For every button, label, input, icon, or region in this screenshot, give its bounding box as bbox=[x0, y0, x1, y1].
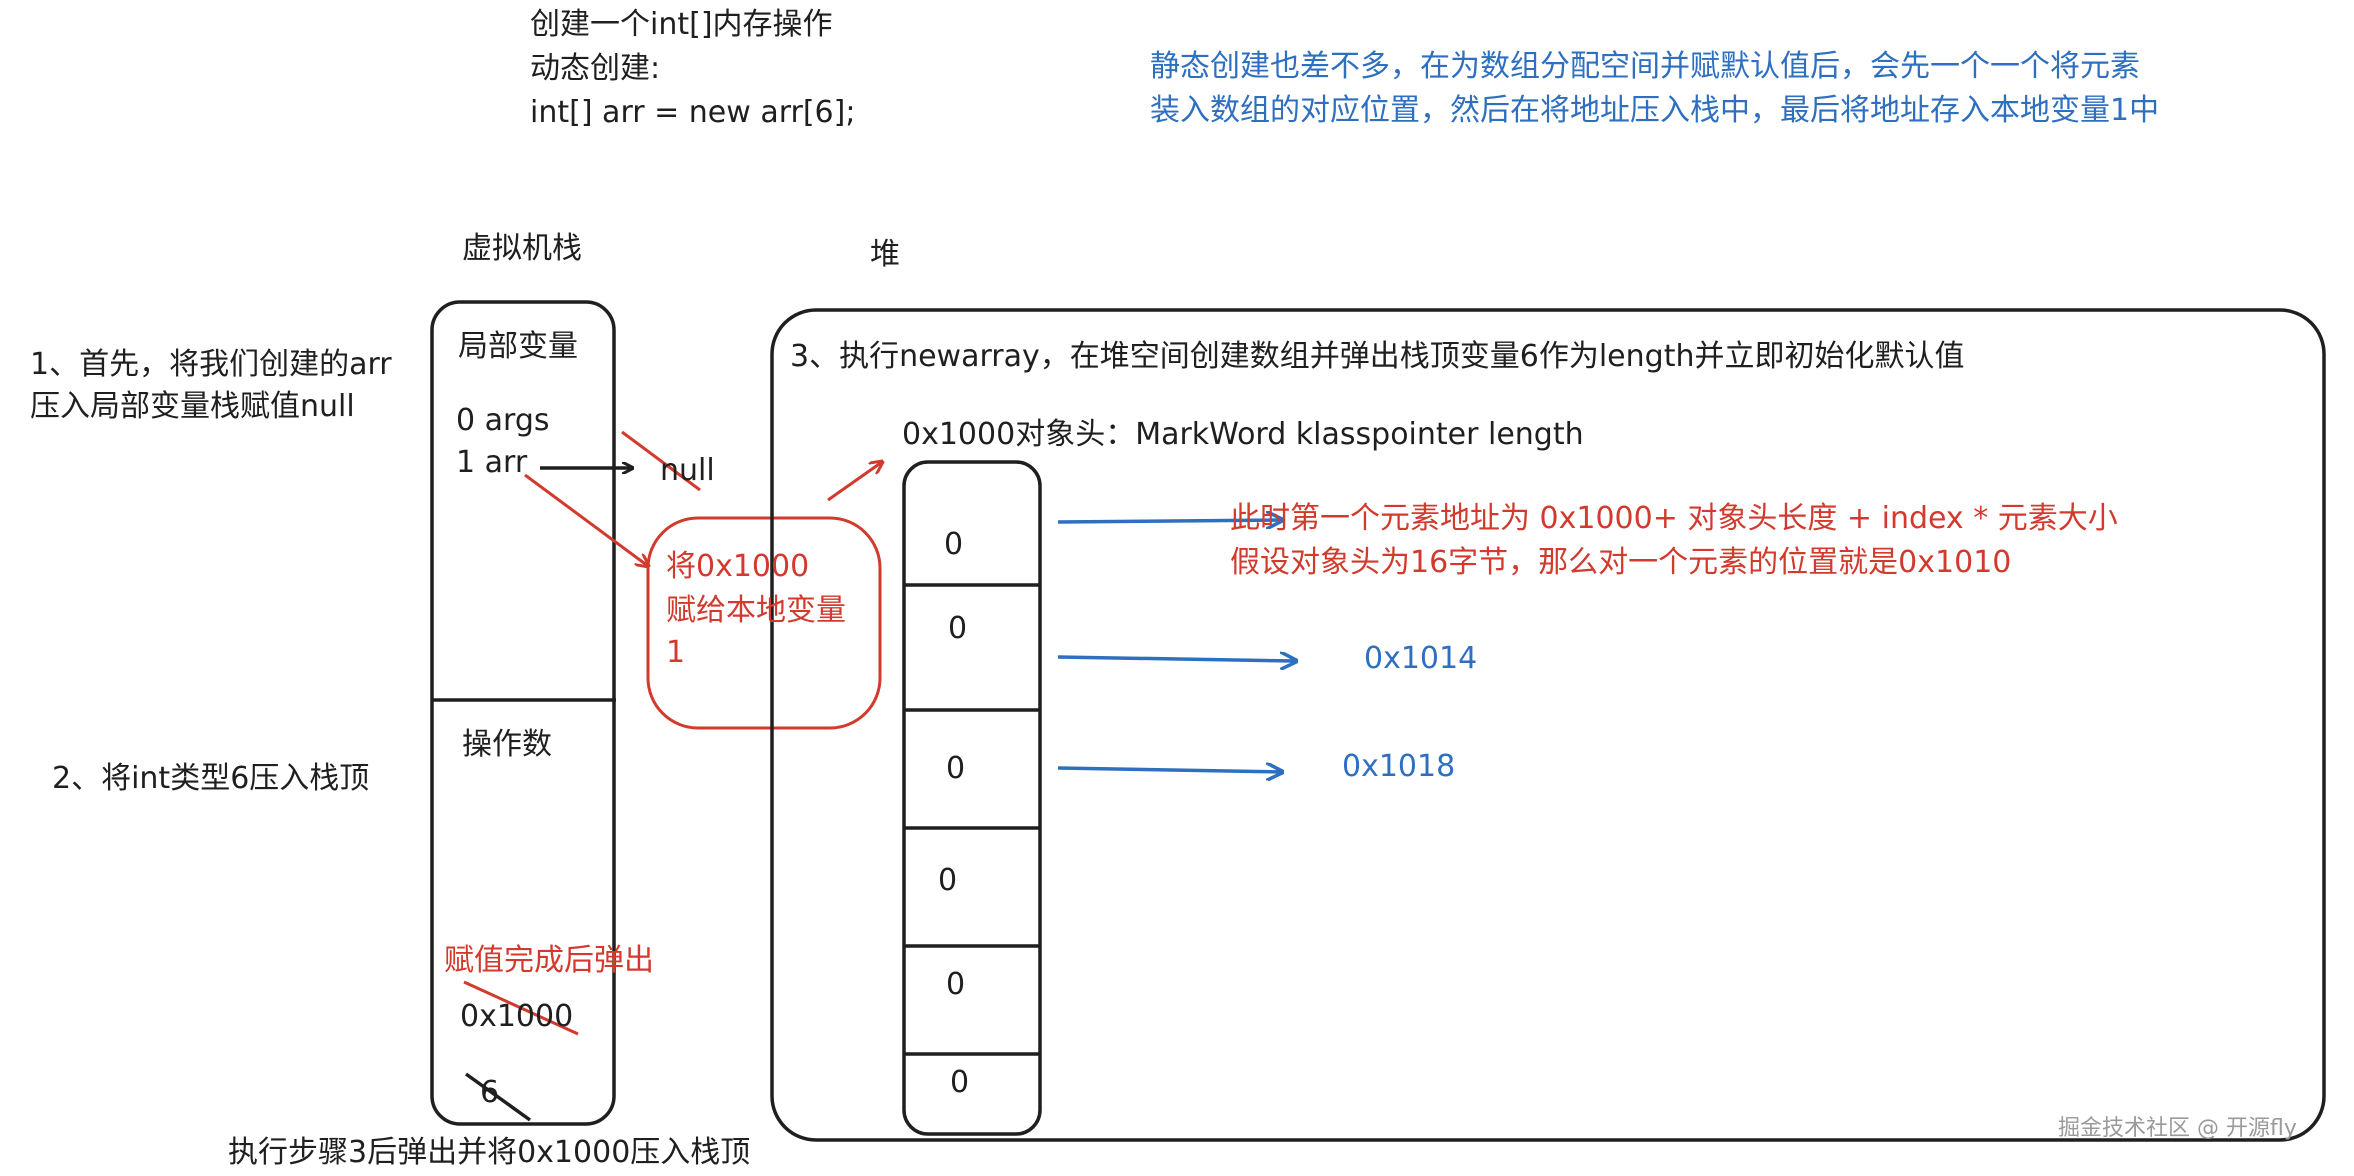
cell0-arrow bbox=[1057, 520, 1282, 522]
array-cell: 0 bbox=[948, 611, 968, 646]
local-1: 1 arr bbox=[456, 445, 528, 480]
assign-to-heap-arrow bbox=[827, 462, 882, 502]
static-note-line-2: 装入数组的对应位置，然后在将地址压入栈中，最后将地址存入本地变量1中 bbox=[1150, 93, 2160, 128]
addr-note-line-1: 此时第一个元素地址为 0x1000+ 对象头长度 + index * 元素大小 bbox=[1230, 501, 2118, 536]
local-0: 0 args bbox=[456, 403, 550, 438]
step3-label: 3、执行newarray，在堆空间创建数组并弹出栈顶变量6作为length并立即… bbox=[790, 339, 1965, 374]
static-note-line-1: 静态创建也差不多，在为数组分配空间并赋默认值后，会先一个一个将元素 bbox=[1150, 49, 2140, 84]
heap-box bbox=[770, 308, 2326, 1142]
six-strike bbox=[464, 1072, 532, 1122]
arr-to-assign-arrow bbox=[524, 473, 648, 566]
vm-stack-title: 虚拟机栈 bbox=[462, 231, 582, 266]
object-header-label: 0x1000对象头：MarkWord klasspointer length bbox=[902, 417, 1584, 452]
array-cell: 0 bbox=[946, 751, 966, 786]
array-cell: 0 bbox=[938, 863, 958, 898]
assign-line-3: 1 bbox=[666, 635, 686, 670]
step1-line-2: 压入局部变量栈赋值null bbox=[30, 389, 355, 424]
addr-0x1018: 0x1018 bbox=[1342, 749, 1456, 784]
operands-label: 操作数 bbox=[462, 727, 552, 762]
addr-strike bbox=[463, 980, 579, 1036]
step2-label: 2、将int类型6压入栈顶 bbox=[52, 761, 370, 796]
header-line-1: 创建一个int[]内存操作 bbox=[530, 7, 833, 42]
null-value: null bbox=[660, 453, 715, 488]
array-cell: 0 bbox=[944, 527, 964, 562]
assign-box bbox=[646, 516, 882, 730]
null-strike bbox=[621, 430, 701, 492]
step1-line-1: 1、首先，将我们创建的arr bbox=[30, 347, 392, 382]
assign-line-2: 赋给本地变量 bbox=[666, 593, 846, 628]
vm-stack-box bbox=[430, 300, 616, 1126]
watermark: 掘金技术社区 @ 开源fly bbox=[2058, 1116, 2297, 1141]
cell2-arrow bbox=[1057, 768, 1282, 772]
assign-line-1: 将0x1000 bbox=[666, 549, 810, 584]
bottom-caption: 执行步骤3后弹出并将0x1000压入栈顶 bbox=[228, 1135, 751, 1170]
addr-0x1014: 0x1014 bbox=[1364, 641, 1478, 676]
locals-label: 局部变量 bbox=[458, 329, 578, 364]
header-line-2: 动态创建: bbox=[530, 51, 661, 86]
heap-title: 堆 bbox=[870, 237, 900, 272]
array-cell: 0 bbox=[946, 967, 966, 1002]
operand-addr: 0x1000 bbox=[460, 999, 574, 1034]
operand-six: 6 bbox=[480, 1075, 500, 1110]
array-cell: 0 bbox=[950, 1065, 970, 1100]
cell1-arrow bbox=[1057, 657, 1296, 661]
addr-note-line-2: 假设对象头为16字节，那么对一个元素的位置就是0x1010 bbox=[1230, 545, 2012, 580]
header-line-3: int[] arr = new arr[6]; bbox=[530, 95, 856, 130]
array-box bbox=[902, 460, 1042, 1136]
pop-note: 赋值完成后弹出 bbox=[444, 943, 654, 978]
